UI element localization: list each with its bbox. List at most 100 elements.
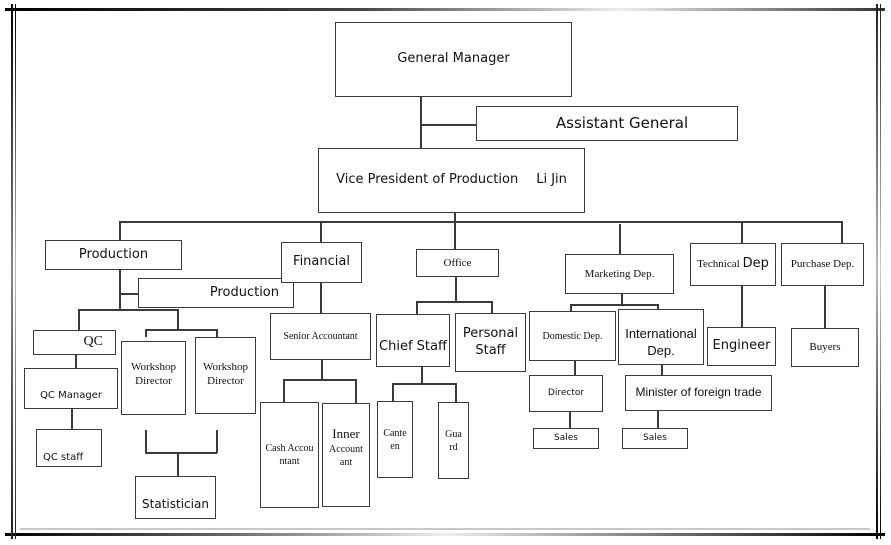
connector <box>416 301 492 303</box>
node-qc-manager: QC Manager <box>24 368 118 409</box>
connector <box>454 213 456 222</box>
node-label: Engineer <box>712 338 771 354</box>
node-label: Sales <box>554 432 578 443</box>
node-label: Minister of foreign trade <box>635 385 762 400</box>
node-label: International Dep. <box>625 326 697 358</box>
connector <box>283 379 285 402</box>
node-label: Inner <box>332 426 360 441</box>
connector <box>420 97 422 149</box>
node-label: Marketing Dep. <box>584 267 655 280</box>
frame-top <box>5 8 885 11</box>
connector <box>574 360 576 376</box>
frame-left-2 <box>15 4 16 539</box>
node-workshop-director-1: Workshop Director <box>121 341 186 415</box>
connector <box>321 359 323 379</box>
connector <box>75 354 77 369</box>
node-office: Office <box>416 249 499 277</box>
node-chief-staff: Chief Staff <box>376 314 450 367</box>
node-label: Cash Accountant <box>265 443 314 467</box>
node-assistant-general: Assistant General <box>476 106 738 141</box>
node-label: Production <box>78 246 149 262</box>
connector <box>320 221 322 242</box>
connector <box>119 221 841 223</box>
connector <box>619 224 621 255</box>
node-label: Personal Staff <box>462 325 519 358</box>
connector <box>569 411 571 428</box>
node-label: General Manager <box>397 51 510 67</box>
connector <box>570 304 572 312</box>
node-statistician: Statistician <box>135 476 216 519</box>
frame-bottom <box>5 533 885 536</box>
node-vice-president: Vice President of Production Li Jin <box>318 148 585 213</box>
node-label: Canteen <box>383 427 407 452</box>
node-general-manager: General Manager <box>335 22 572 97</box>
connector <box>421 366 423 383</box>
connector <box>145 430 147 453</box>
connector <box>177 309 179 329</box>
node-label: Technical <box>697 258 740 271</box>
frame-right-2 <box>880 4 881 539</box>
connector <box>657 410 659 428</box>
frame-bottom-inner <box>20 528 870 530</box>
connector <box>78 309 178 311</box>
node-label-suffix: Dep <box>742 256 769 272</box>
connector <box>455 383 457 403</box>
node-sales-domestic: Sales <box>533 428 599 449</box>
connector <box>119 269 121 309</box>
frame-right-1 <box>876 4 878 539</box>
connector <box>145 329 217 331</box>
node-label: Director <box>547 387 585 398</box>
node-qc: QC <box>33 330 116 355</box>
node-domestic-dep: Domestic Dep. <box>529 311 616 361</box>
node-label: QC <box>83 334 103 350</box>
node-production-sub: Production <box>138 278 294 308</box>
connector <box>216 329 218 337</box>
node-canteen: Canteen <box>377 401 413 478</box>
node-inner-accountant: Inner Accountant <box>322 403 370 507</box>
connector <box>283 379 356 381</box>
node-guard: Guard <box>438 402 469 479</box>
connector <box>741 221 743 244</box>
node-label: Domestic Dep. <box>542 330 603 342</box>
connector <box>661 364 663 377</box>
connector <box>491 301 493 314</box>
node-sales-international: Sales <box>622 428 688 449</box>
node-label: Workshop Director <box>131 361 176 388</box>
node-minister-foreign-trade: Minister of foreign trade <box>625 375 772 411</box>
node-label: Production <box>209 284 279 300</box>
node-label: Statistician <box>142 496 209 511</box>
node-label: Financial <box>293 254 350 270</box>
node-production: Production <box>45 240 182 270</box>
node-director: Director <box>529 375 603 412</box>
node-financial: Financial <box>281 242 362 283</box>
connector <box>841 221 843 244</box>
node-label: Buyers <box>809 341 841 354</box>
connector <box>420 124 476 126</box>
node-label: Purchase Dep. <box>790 258 855 271</box>
connector <box>177 452 179 476</box>
connector <box>119 221 121 241</box>
node-cash-accountant: Cash Accountant <box>260 402 319 508</box>
node-purchase: Purchase Dep. <box>781 243 864 286</box>
node-label: QC Manager <box>40 390 102 401</box>
node-label: Chief Staff <box>379 339 447 355</box>
connector <box>416 301 418 315</box>
node-label: Vice President of Production <box>336 172 519 188</box>
node-label: Assistant General <box>555 113 689 132</box>
connector <box>119 293 138 295</box>
connector <box>78 309 80 331</box>
node-person-name: Li Jin <box>536 172 567 188</box>
node-buyers: Buyers <box>791 328 859 367</box>
connector <box>824 285 826 328</box>
node-label: Sales <box>643 432 667 443</box>
node-label: Office <box>443 256 472 269</box>
frame-left-1 <box>11 4 13 539</box>
connector <box>392 383 394 401</box>
connector <box>392 383 456 385</box>
connector <box>621 293 623 304</box>
node-senior-accountant: Senior Accountant <box>270 313 371 360</box>
node-label: Senior Accountant <box>283 331 358 342</box>
connector <box>145 329 147 337</box>
node-workshop-director-2: Workshop Director <box>195 337 256 414</box>
node-label-2: Accountant <box>329 443 363 468</box>
